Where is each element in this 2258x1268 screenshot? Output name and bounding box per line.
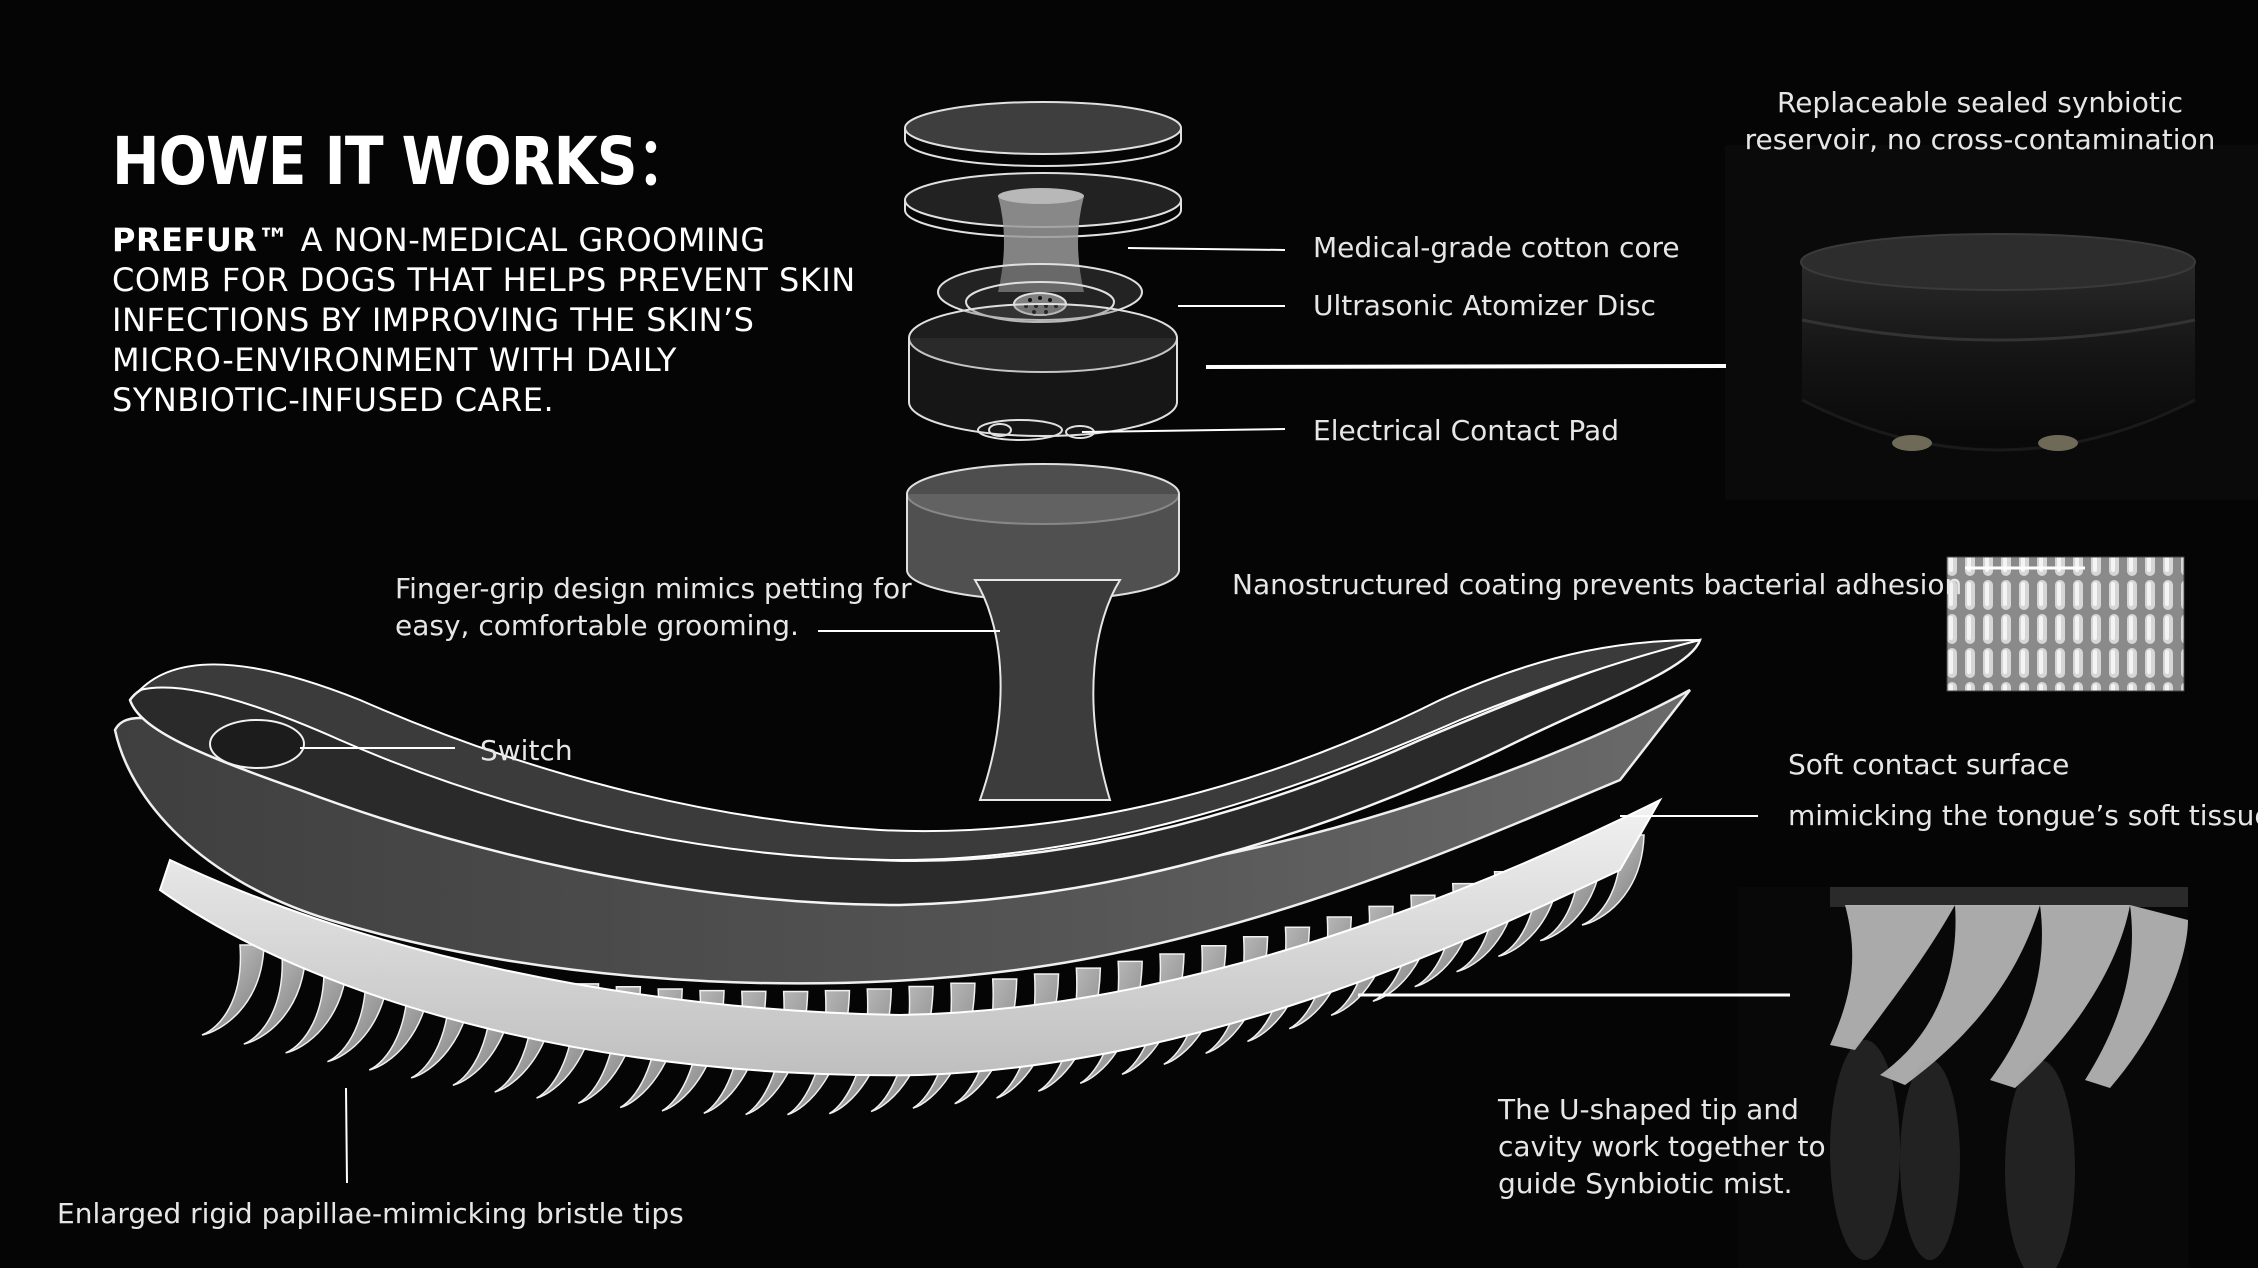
bristle-tooth — [243, 949, 307, 1045]
label-switch: Switch — [480, 734, 573, 767]
title-colon: ： — [636, 123, 694, 200]
leader-cotton-core — [1127, 247, 1286, 251]
leader-reservoir — [1205, 364, 1727, 369]
handle-cap — [906, 463, 1180, 601]
photo-bristle-teeth — [1830, 905, 2188, 1088]
bristle-tooth — [201, 944, 265, 1036]
label-grip: Finger-grip design mimics petting for ea… — [395, 570, 912, 644]
label-tip-line2: cavity work together to — [1498, 1130, 1826, 1163]
cartridge-lid — [904, 101, 1182, 167]
exploded-cartridge — [904, 101, 1182, 601]
label-soft-surface-line2: mimicking the tongue’s soft tissue — [1788, 799, 2258, 832]
label-bristle: Enlarged rigid papillae-mimicking bristl… — [57, 1197, 684, 1230]
leader-contact-pad — [1081, 428, 1286, 433]
intro-text: A NON-MEDICAL GROOMING COMB FOR DOGS THA… — [112, 221, 856, 419]
nanostructure-micrograph — [1946, 556, 2185, 692]
label-reservoir-line2: reservoir, no cross-contamination — [1744, 123, 2216, 156]
label-contact-pad: Electrical Contact Pad — [1313, 414, 1619, 447]
bristle-tooth — [1581, 834, 1645, 926]
label-cotton-core: Medical-grade cotton core — [1313, 231, 1680, 264]
cotton-core — [998, 188, 1084, 292]
mist-plume — [1830, 1040, 2075, 1268]
label-tip-line1: The U-shaped tip and — [1498, 1093, 1799, 1126]
finger-grip-strip — [136, 639, 1701, 862]
brush-body — [113, 579, 1702, 1116]
title-text: HOWE IT WORKS — [112, 123, 638, 200]
brand-name: PREFUR™ — [112, 221, 290, 259]
label-reservoir-line1: Replaceable sealed synbiotic — [1777, 86, 2183, 119]
soft-contact-pad — [158, 797, 1663, 1077]
label-tip-line3: guide Synbiotic mist. — [1498, 1167, 1793, 1200]
handle-neck — [973, 579, 1122, 801]
label-coating: Nanostructured coating prevents bacteria… — [1232, 568, 1963, 601]
leader-lines — [300, 247, 1790, 1184]
leader-bristle — [345, 1087, 348, 1184]
intro-paragraph: PREFUR™ A NON-MEDICAL GROOMING COMB FOR … — [112, 220, 872, 420]
label-reservoir: Replaceable sealed synbiotic reservoir, … — [1735, 84, 2225, 158]
label-atomizer: Ultrasonic Atomizer Disc — [1313, 289, 1656, 322]
label-grip-line1: Finger-grip design mimics petting for — [395, 572, 912, 605]
label-grip-line2: easy, comfortable grooming. — [395, 609, 799, 642]
bristle-tip-photo — [1738, 887, 2188, 1268]
label-soft-surface-line1: Soft contact surface — [1788, 748, 2070, 781]
reservoir-housing — [908, 303, 1178, 441]
page-title: HOWE IT WORKS： — [112, 108, 694, 204]
switch-button[interactable] — [209, 719, 305, 769]
reservoir-photo — [1725, 145, 2258, 500]
label-bristle-tip: The U-shaped tip and cavity work togethe… — [1498, 1091, 1826, 1202]
